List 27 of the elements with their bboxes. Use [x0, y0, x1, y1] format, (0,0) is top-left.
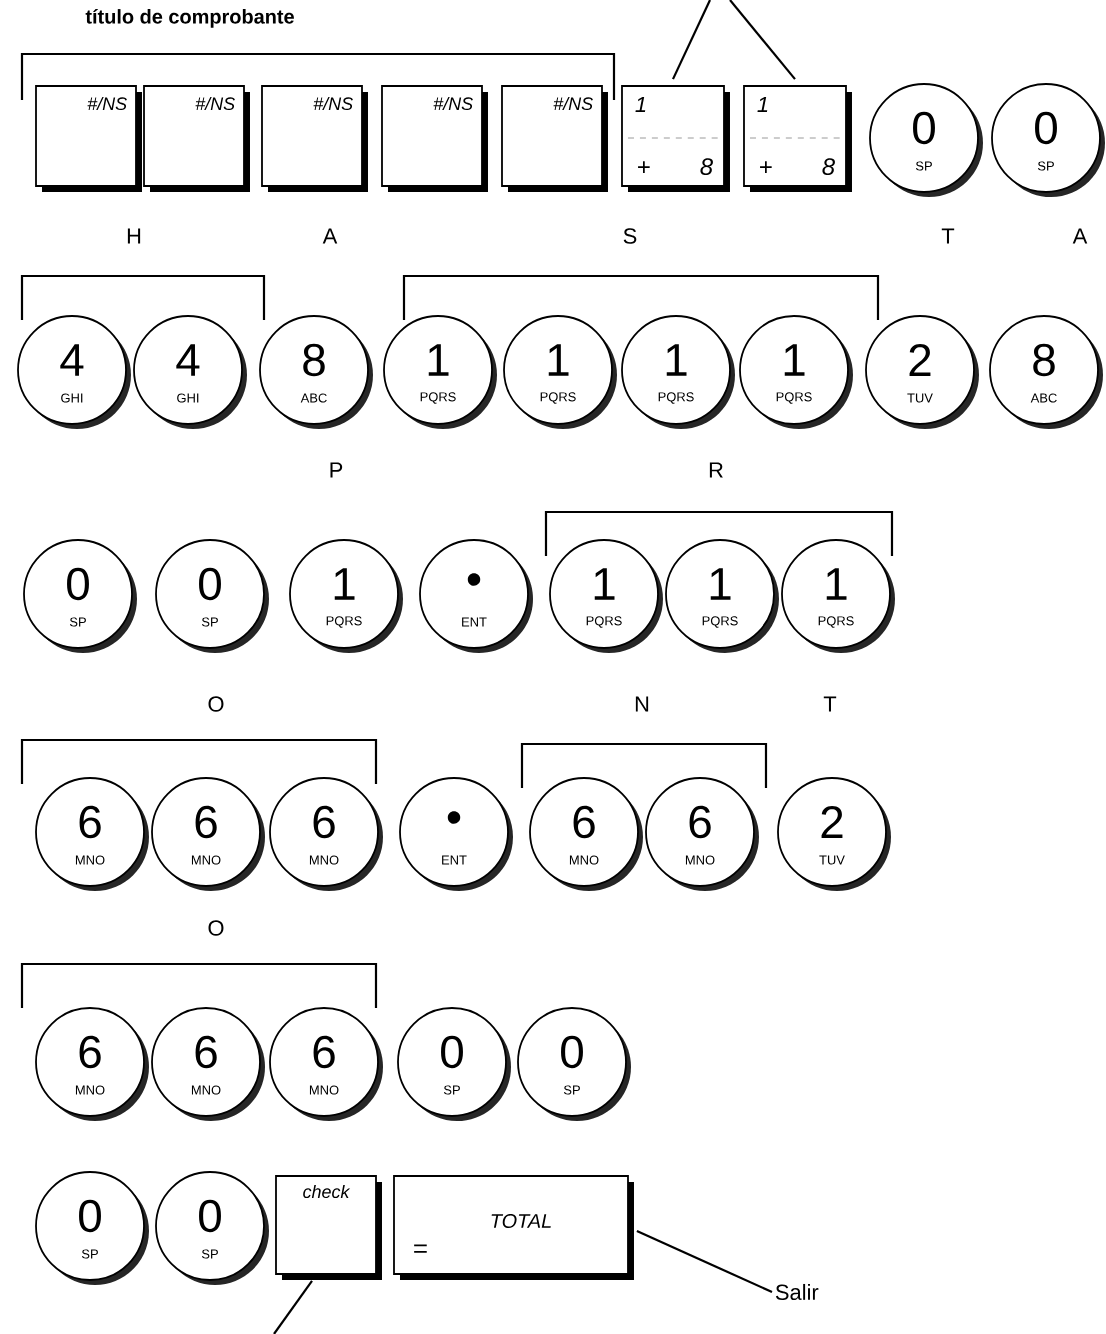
heading: título de comprobante — [85, 8, 294, 28]
callout-text: Salir — [775, 1283, 819, 1301]
function-key: #/NS — [35, 85, 142, 192]
letter-label: T — [823, 696, 837, 712]
function-key: #/NS — [501, 85, 608, 192]
check-key: check — [275, 1175, 382, 1280]
total-key: = TOTAL — [393, 1175, 634, 1280]
letter-label: T — [941, 228, 955, 244]
letter-label: O — [208, 920, 224, 936]
node-label: 0 — [1035, 111, 1057, 145]
letter-label: H — [127, 228, 141, 244]
function-key: #/NS — [381, 85, 488, 192]
leader-line — [273, 1280, 313, 1334]
function-key: #/NS — [143, 85, 250, 192]
function-key: 1 + 8 — [621, 85, 730, 192]
letter-label: A — [322, 228, 338, 244]
letter-label: N — [635, 696, 649, 712]
leader-line — [636, 1230, 773, 1293]
leader-line — [729, 0, 796, 80]
letter-label: A — [1072, 228, 1088, 244]
letter-label: S — [623, 228, 637, 244]
function-key: #/NS — [261, 85, 368, 192]
letter-label: R — [709, 462, 723, 478]
letter-label: P — [330, 462, 343, 478]
leader-line — [672, 0, 711, 80]
function-key: 1 + 8 — [743, 85, 852, 192]
letter-label: O — [208, 696, 224, 712]
